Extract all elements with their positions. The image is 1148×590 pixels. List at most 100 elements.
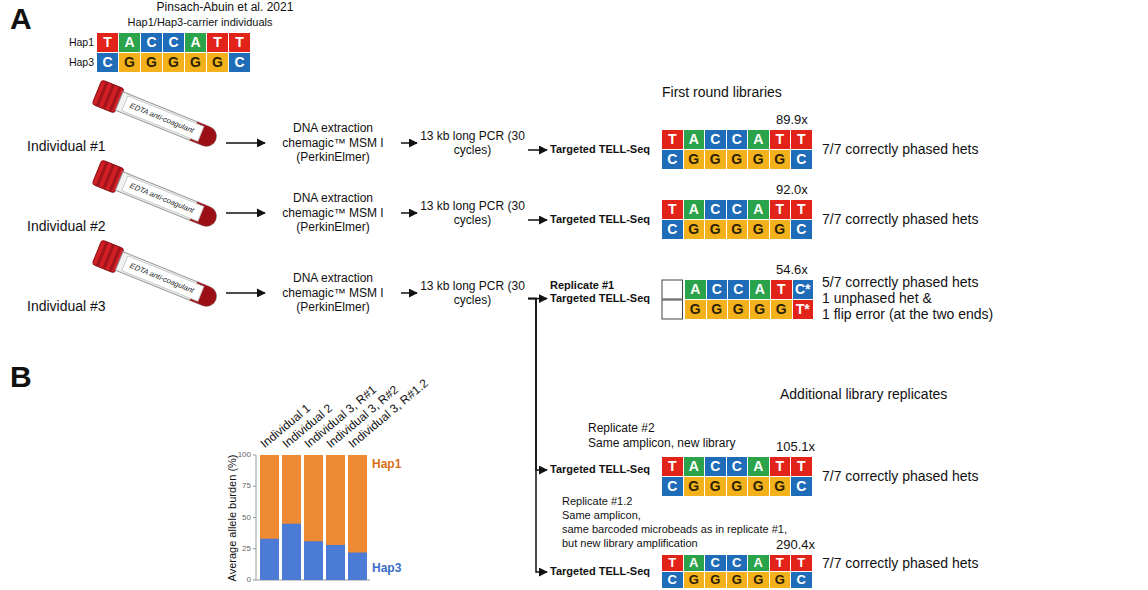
panel-letter: B [10, 360, 32, 395]
flow-arrow [528, 299, 547, 470]
phasing-result: 7/7 correctly phased hets [822, 468, 978, 484]
process-step: Targeted TELL-Seq [550, 463, 650, 476]
allele-cell: C [727, 130, 748, 149]
replicate-note: Same amplicon, new library [588, 437, 735, 451]
allele-cell: T [662, 555, 683, 571]
allele-cell: G [748, 477, 769, 496]
replicate-note: but new library amplification [562, 537, 698, 550]
section-heading: First round libraries [662, 84, 782, 100]
axis-title: Average allele burden (%) [226, 455, 239, 582]
allele-cell: G [684, 477, 705, 496]
allele-cell: G [750, 300, 771, 319]
process-step: 13 kb long PCR (30 cycles) [420, 199, 525, 228]
process-step: Targeted TELL-Seq [550, 565, 650, 578]
step-text: Replicate #1 [550, 279, 650, 292]
process-step: Targeted TELL-Seq [550, 143, 650, 156]
allele-cell: C [791, 572, 812, 588]
hap3-bar [282, 524, 301, 580]
allele-cell: G [684, 150, 705, 169]
hap3-bar [304, 541, 323, 580]
hap1-bar [304, 455, 323, 580]
phasing-result: 7/7 correctly phased hets [822, 555, 978, 571]
allele-cell: G [748, 220, 769, 239]
allele-cell: A [748, 555, 769, 571]
replicate-note: Same amplicon, [562, 509, 641, 522]
allele-cell: G [771, 300, 792, 319]
individual-name: Individual #2 [27, 218, 106, 235]
allele-cell: A [119, 33, 140, 52]
step-text: Targeted TELL-Seq [550, 143, 650, 156]
allele-cell: G [748, 572, 769, 588]
flow-arrow [226, 142, 265, 144]
step-text: Targeted TELL-Seq [550, 565, 650, 578]
allele-cell: G [685, 300, 706, 319]
process-step: Targeted TELL-Seq [550, 213, 650, 226]
flow-arrow [401, 142, 417, 144]
process-step: DNA extraction chemagic™ MSM I (PerkinEl… [268, 121, 398, 164]
coverage-value: 89.9x [776, 113, 808, 128]
allele-cell: G [684, 572, 705, 588]
allele-cell: C [705, 555, 726, 571]
allele-cell: G [163, 53, 184, 72]
coverage-value: 54.6x [776, 263, 808, 278]
step-text: Targeted TELL-Seq [550, 213, 650, 226]
allele-cell: G [748, 150, 769, 169]
allele-cell: C [229, 53, 250, 72]
tick-label: 50 [228, 513, 251, 523]
step-text: DNA extraction chemagic™ MSM I (PerkinEl… [268, 121, 398, 164]
tick-label: 25 [228, 544, 251, 554]
allele-cell: G [770, 150, 791, 169]
panel-letter: A [10, 2, 32, 37]
process-step: 13 kb long PCR (30 cycles) [420, 279, 525, 308]
hap1-bar [326, 455, 345, 580]
phasing-result: 1 flip error (at the two ends) [822, 306, 993, 322]
phasing-result: 7/7 correctly phased hets [822, 141, 978, 157]
allele-cell: G [727, 150, 748, 169]
flow-arrow [401, 212, 417, 214]
process-step: DNA extraction chemagic™ MSM I (PerkinEl… [268, 271, 398, 314]
step-text: DNA extraction chemagic™ MSM I (PerkinEl… [268, 191, 398, 234]
step-text: 13 kb long PCR (30 cycles) [420, 279, 525, 308]
tick [253, 486, 256, 487]
flow-arrow [528, 149, 547, 151]
allele-cell: T* [793, 300, 814, 319]
allele-cell: T [771, 280, 792, 299]
allele-cell: C [141, 33, 162, 52]
allele-cell: G [707, 300, 728, 319]
allele-cell: T [770, 457, 791, 476]
tick-label: 0 [228, 575, 251, 585]
empty-cell [662, 300, 683, 319]
step-text: 13 kb long PCR (30 cycles) [420, 199, 525, 228]
replicate-name: Replicate #2 [588, 422, 655, 436]
allele-cell: T [791, 555, 812, 571]
series-label: Hap3 [372, 562, 401, 576]
allele-cell: C [163, 33, 184, 52]
source-citation: Pinsach-Abuin et al. 2021 [157, 1, 294, 15]
allele-cell: G [141, 53, 162, 72]
row-label: Hap1 [58, 36, 94, 48]
phasing-result: 7/7 correctly phased hets [822, 211, 978, 227]
section-heading: Additional library replicates [780, 386, 947, 402]
phasing-result: 1 unphased het & [822, 290, 932, 306]
series-label: Hap1 [372, 458, 401, 472]
step-text: Targeted TELL-Seq [550, 463, 650, 476]
allele-cell: G [770, 572, 791, 588]
row-label: Hap3 [58, 56, 94, 68]
allele-cell: C [662, 220, 683, 239]
allele-cell: G [185, 53, 206, 72]
caption-note: Hap1/Hap3-carrier individuals [128, 16, 273, 29]
allele-cell: C [707, 280, 728, 299]
replicate-name: Replicate #1.2 [562, 495, 632, 508]
allele-cell: C [727, 555, 748, 571]
allele-cell: G [727, 477, 748, 496]
allele-cell: C [705, 457, 726, 476]
allele-cell: C [705, 200, 726, 219]
step-text: Targeted TELL-Seq [550, 292, 650, 305]
blood-tube-drawing [92, 80, 220, 152]
allele-cell: T [770, 130, 791, 149]
flow-arrow [528, 299, 547, 572]
step-text: DNA extraction chemagic™ MSM I (PerkinEl… [268, 271, 398, 314]
allele-cell: A [748, 457, 769, 476]
